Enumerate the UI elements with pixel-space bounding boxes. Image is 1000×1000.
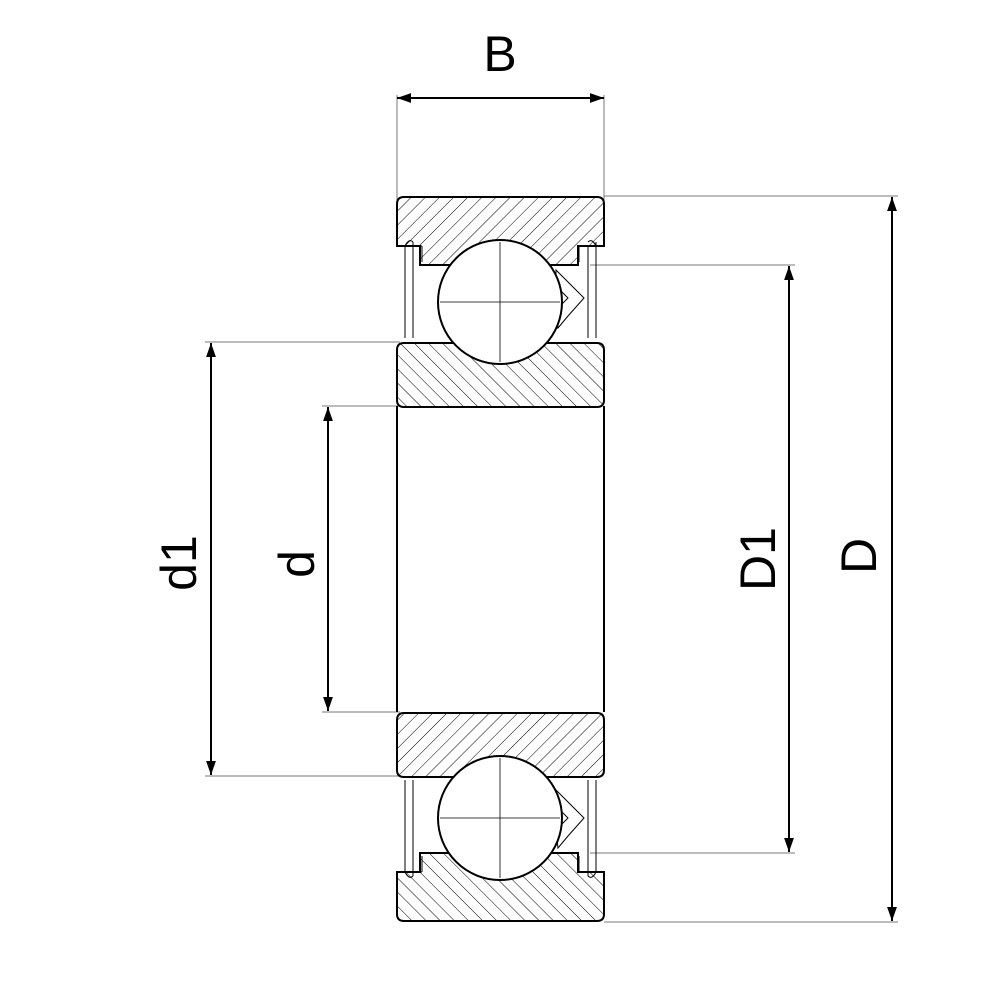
seal-right-top — [578, 240, 597, 338]
seal-right-bottom — [578, 780, 597, 878]
label-bore: d — [269, 550, 325, 578]
bore-outline — [396, 406, 605, 712]
ball-bottom — [437, 755, 563, 881]
dimension-labels: B D D1 d1 d — [151, 26, 887, 591]
ball-top — [437, 239, 563, 365]
lower-section — [396, 712, 605, 922]
dimension-lines — [206, 93, 897, 921]
label-inner-shoulder: d1 — [151, 535, 207, 591]
seal-left-bottom — [404, 780, 423, 878]
label-outer-diameter: D — [831, 538, 887, 574]
label-outer-shoulder: D1 — [730, 527, 786, 591]
inner-ring-top — [396, 342, 605, 408]
inner-ring-bottom — [396, 712, 605, 778]
extension-lines — [205, 95, 898, 923]
seal-left-top — [404, 240, 423, 338]
label-width: B — [483, 26, 516, 82]
upper-section — [396, 196, 605, 408]
